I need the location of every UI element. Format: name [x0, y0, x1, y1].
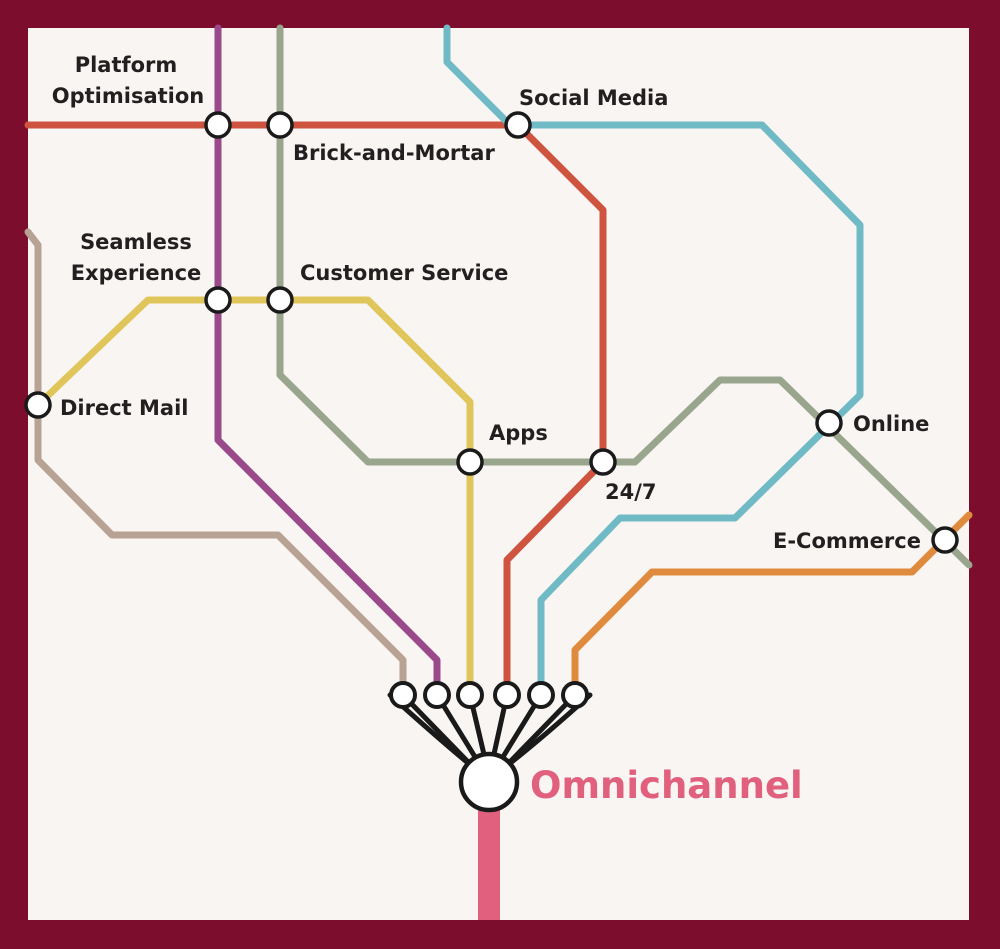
purple-line: [214, 24, 441, 699]
label-seamless-line2: Experience: [71, 261, 202, 285]
station-apps: [456, 448, 484, 476]
red-line: [24, 121, 607, 699]
station-24-7: [589, 448, 617, 476]
omnichannel-hub-station: [458, 751, 520, 813]
station-platform-optimisation: [204, 111, 232, 139]
hub-terminals: [389, 681, 589, 709]
station-seamless-experience: [204, 286, 232, 314]
station-brick-and-mortar: [266, 111, 294, 139]
label-seamless-line1: Seamless: [80, 230, 192, 254]
label-platform-line2: Optimisation: [52, 84, 205, 108]
label-direct-mail: Direct Mail: [60, 396, 189, 420]
tan-line: [24, 228, 407, 699]
yellow-line: [34, 296, 474, 699]
station-customer-service: [266, 286, 294, 314]
hub-label-omnichannel: Omnichannel: [530, 764, 803, 807]
label-platform-line1: Platform: [75, 53, 178, 77]
label-social-media: Social Media: [519, 86, 668, 110]
station-online: [815, 409, 843, 437]
label-brick-and-mortar: Brick-and-Mortar: [293, 141, 495, 165]
teal-line: [443, 24, 864, 699]
orange-line: [571, 511, 973, 699]
label-24-7: 24/7: [605, 480, 657, 504]
label-customer-service: Customer Service: [300, 261, 508, 285]
station-social-media: [504, 111, 532, 139]
label-online: Online: [853, 412, 929, 436]
station-direct-mail: [24, 391, 52, 419]
label-apps: Apps: [489, 421, 548, 445]
label-e-commerce: E-Commerce: [773, 529, 921, 553]
olive-line: [276, 24, 973, 569]
station-e-commerce: [931, 526, 959, 554]
omnichannel-trunk: [478, 800, 500, 920]
